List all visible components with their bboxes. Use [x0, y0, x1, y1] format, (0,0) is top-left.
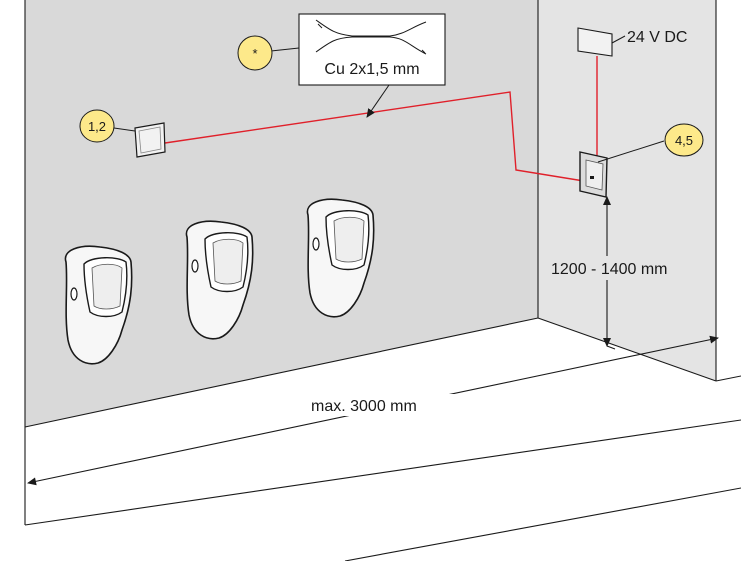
badge-star-text: *: [252, 46, 257, 61]
power-label-leader: [611, 35, 626, 44]
height-label: 1200 - 1400 mm: [551, 261, 668, 278]
power-supply-box: [577, 27, 613, 57]
urinal-3: [306, 198, 375, 318]
star-badge-leader: [270, 47, 300, 52]
urinal-2: [185, 220, 254, 340]
height-label-bg: [548, 256, 708, 280]
badge-1-2: 1,2: [79, 109, 115, 143]
badge-1-2-leader: [113, 127, 136, 132]
badge-star: *: [237, 35, 273, 71]
sensor-unit: [579, 151, 608, 198]
cable-run: [164, 91, 591, 183]
side-wall: [538, 0, 716, 381]
badge-4-5: 4,5: [664, 123, 704, 157]
badge-4-5-text: 4,5: [675, 133, 693, 148]
power-label: 24 V DC: [627, 29, 687, 46]
badge-1-2-text: 1,2: [88, 119, 106, 134]
width-label-bg: [309, 394, 455, 416]
cable-callout: [298, 13, 446, 118]
control-panel: [134, 122, 166, 158]
cable-spec-label: Cu 2x1,5 mm: [324, 61, 419, 78]
width-label: max. 3000 mm: [311, 398, 417, 415]
wiring: [164, 56, 598, 183]
sensor-badge-leader: [597, 140, 665, 163]
urinal-1: [64, 245, 133, 365]
